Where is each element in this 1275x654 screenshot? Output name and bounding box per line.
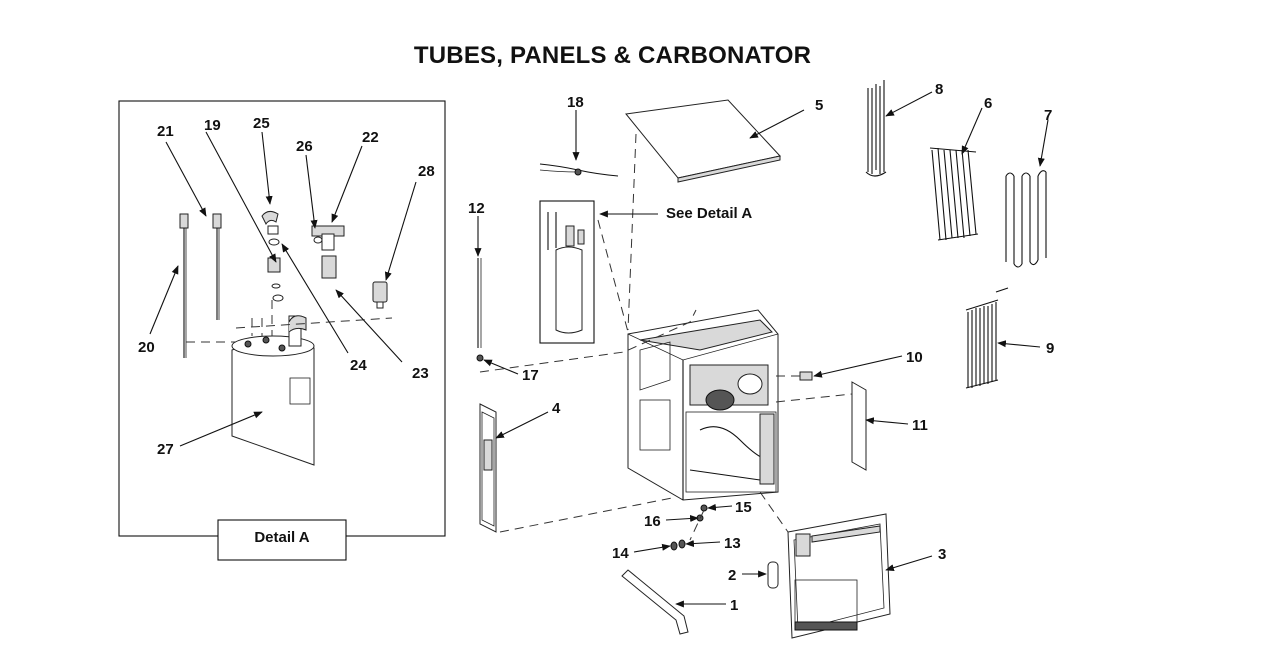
cord-18: [539, 163, 619, 177]
callout-7: 7: [1044, 107, 1052, 124]
callout-labels: 21 19 25 26 22 28 20 24 23 27 18 5 8 6 7…: [138, 81, 1054, 614]
coil-8: [865, 80, 887, 177]
callout-8: 8: [935, 81, 943, 98]
callout-2: 2: [728, 567, 736, 584]
detail-a-leaders: [149, 131, 417, 447]
callout-11: 11: [912, 417, 928, 434]
side-panel-11: [851, 381, 867, 471]
callout-13: 13: [724, 535, 741, 552]
tube-12: [476, 258, 484, 362]
detail-a-frame: Detail A: [118, 100, 446, 561]
callout-27: 27: [157, 441, 174, 458]
callout-9: 9: [1046, 340, 1054, 357]
check-valve-28: [372, 281, 388, 309]
drip-tube-1: [621, 569, 689, 635]
callout-22: 22: [362, 129, 379, 146]
diagram-title: TUBES, PANELS & CARBONATOR: [413, 42, 812, 69]
fitting-stack-19-25: [261, 210, 284, 302]
carbonator-tank: [231, 315, 315, 466]
callout-25: 25: [253, 115, 270, 132]
coil-6: [929, 147, 979, 241]
main-cabinet: [627, 309, 779, 501]
callout-4: 4: [552, 400, 561, 417]
callout-18: 18: [567, 94, 584, 111]
callout-16: 16: [644, 513, 661, 530]
fitting-15-16: [696, 504, 708, 522]
main-leaders: [474, 91, 1049, 608]
detail-a-inset: [539, 200, 595, 344]
callout-5: 5: [815, 97, 823, 114]
assembly-lines: [479, 133, 853, 541]
callout-15: 15: [735, 499, 752, 516]
coil-9: [965, 287, 1009, 389]
callout-21: 21: [157, 123, 174, 140]
probe-21: [212, 213, 222, 320]
fitting-10: [799, 371, 813, 381]
callout-1: 1: [730, 597, 738, 614]
callout-26: 26: [296, 138, 313, 155]
side-panel-4: [479, 403, 497, 533]
callout-17: 17: [522, 367, 539, 384]
callout-12: 12: [468, 200, 485, 217]
coil-7: [1005, 170, 1047, 268]
front-panel-3: [787, 513, 891, 639]
callout-24: 24: [350, 357, 367, 374]
top-panel-5: [625, 99, 781, 183]
callout-6: 6: [984, 95, 992, 112]
clip-2: [767, 561, 779, 589]
callout-19: 19: [204, 117, 221, 134]
callout-14: 14: [612, 545, 629, 562]
callout-28: 28: [418, 163, 435, 180]
probe-20: [179, 213, 189, 358]
detail-a-label: Detail A: [254, 529, 309, 546]
washer-13-14: [670, 539, 686, 551]
callout-3: 3: [938, 546, 946, 563]
callout-23: 23: [412, 365, 429, 382]
see-detail-a-label: See Detail A: [666, 205, 752, 222]
callout-10: 10: [906, 349, 923, 366]
callout-20: 20: [138, 339, 155, 356]
tee-fitting-22: [311, 225, 345, 279]
